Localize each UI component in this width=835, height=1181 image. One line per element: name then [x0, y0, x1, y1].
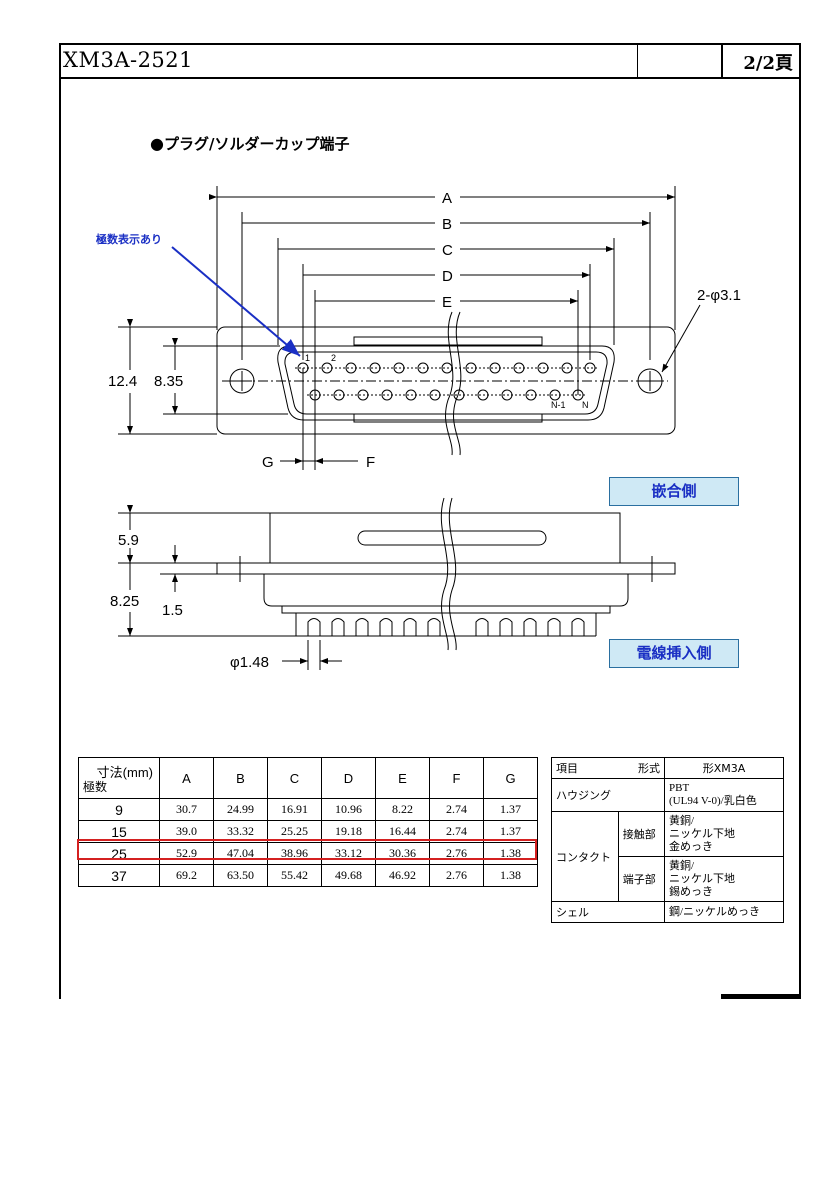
- height-outer-label: 12.4: [108, 373, 137, 390]
- value-line: ニッケル下地: [669, 872, 735, 885]
- dimension-table-header: 寸法(mm)極数 A B C D E F G: [78, 757, 538, 799]
- height-inner-label: 8.35: [154, 373, 183, 390]
- pin-n-label: N: [582, 400, 589, 410]
- spec-header-row: 項目 形式 形XM3A: [551, 757, 784, 779]
- pin-row-bottom: [309, 389, 584, 401]
- housing-label: ハウジング: [551, 778, 665, 812]
- value-cell: 2.76: [429, 864, 484, 887]
- col-header: D: [321, 757, 376, 799]
- spec-row-shell: シェル 鋼/ニッケルめっき: [551, 901, 784, 923]
- spec-table: 項目 形式 形XM3A ハウジング PBT(UL94 V-0)/乳白色 コンタク…: [551, 757, 784, 923]
- row-highlight-box: [77, 839, 537, 860]
- pin-n-1-label: N-1: [551, 400, 566, 410]
- value-line: ニッケル下地: [669, 827, 735, 840]
- value-cell: 10.96: [321, 798, 376, 821]
- spec-item-type-header: 項目 形式: [551, 757, 665, 779]
- spec-row-contact: コンタクト 接触部 黄銅/ニッケル下地金めっき: [551, 811, 784, 902]
- housing-value: PBT(UL94 V-0)/乳白色: [664, 778, 784, 812]
- side-dim-1-5: 1.5: [162, 602, 183, 619]
- col-header: F: [429, 757, 484, 799]
- spec-row-housing: ハウジング PBT(UL94 V-0)/乳白色: [551, 778, 784, 812]
- mating-side-label: 嵌合側: [609, 477, 739, 506]
- value-cell: 19.18: [321, 820, 376, 843]
- col-header: C: [267, 757, 322, 799]
- corner-bottom-label: 極数: [83, 780, 108, 794]
- value-line: 黄銅/: [669, 859, 695, 872]
- section-title: ●プラグ/ソルダーカップ端子: [150, 133, 349, 154]
- value-cell: 8.22: [375, 798, 430, 821]
- item-header: 項目: [556, 762, 578, 775]
- contact-label: コンタクト: [551, 811, 619, 902]
- spec-row-terminal: 端子部 黄銅/ニッケル下地錫めっき: [552, 856, 784, 902]
- value-cell: 30.7: [159, 798, 214, 821]
- table-row: 15 39.0 33.32 25.25 19.18 16.44 2.74 1.3…: [78, 820, 538, 843]
- hole-label: 2-φ3.1: [697, 287, 741, 304]
- housing-value-line: (UL94 V-0)/乳白色: [669, 795, 757, 807]
- dim-label-c: C: [442, 242, 453, 259]
- table-row: 37 69.2 63.50 55.42 49.68 46.92 2.76 1.3…: [78, 864, 538, 887]
- value-line: 金めっき: [669, 840, 713, 853]
- col-header: B: [213, 757, 268, 799]
- corner-top-label: 寸法(mm): [96, 765, 153, 780]
- f-label: F: [366, 454, 375, 471]
- dim-label-b: B: [442, 216, 452, 233]
- title-block-page-cell: 2/2頁: [721, 43, 799, 77]
- value-cell: 49.68: [321, 864, 376, 887]
- value-cell: 55.42: [267, 864, 322, 887]
- pin-row-top: [297, 362, 596, 374]
- col-header: E: [375, 757, 430, 799]
- bottom-bar: [721, 994, 799, 999]
- contact-part-label: 接触部: [617, 811, 666, 857]
- pole-marking-note: 極数表示あり: [96, 233, 162, 246]
- type-header: 形式: [638, 762, 660, 775]
- terminal-part-value: 黄銅/ニッケル下地錫めっき: [664, 856, 784, 902]
- dimension-table: 寸法(mm)極数 A B C D E F G 9 30.7 24.99 16.9…: [78, 757, 538, 887]
- front-view-drawing: A B C D E 2-φ3.1 12.4 8.35 G F 1 2 N-1 N: [108, 186, 741, 671]
- value-cell: 63.50: [213, 864, 268, 887]
- value-cell: 39.0: [159, 820, 214, 843]
- terminal-part-label: 端子部: [617, 856, 666, 902]
- value-line: 錫めっき: [669, 885, 713, 898]
- value-cell: 1.37: [483, 798, 538, 821]
- poles-cell: 37: [78, 864, 160, 887]
- value-cell: 1.37: [483, 820, 538, 843]
- bullet-icon: ●: [150, 134, 164, 153]
- value-cell: 69.2: [159, 864, 214, 887]
- pin-2-label: 2: [331, 353, 336, 363]
- pin-1-label: 1: [305, 353, 310, 363]
- poles-cell: 9: [78, 798, 160, 821]
- corner-cell: 寸法(mm)極数: [78, 757, 160, 799]
- shell-value: 鋼/ニッケルめっき: [664, 901, 784, 923]
- table-row: 9 30.7 24.99 16.91 10.96 8.22 2.74 1.37: [78, 798, 538, 821]
- pin-diameter-label: φ1.48: [230, 654, 269, 671]
- page-frame: [59, 43, 801, 999]
- side-view-drawing: [118, 497, 676, 670]
- solder-cups: [307, 618, 585, 636]
- side-dim-8-25: 8.25: [110, 593, 139, 610]
- title-block: XM3A-2521 2/2頁: [59, 43, 799, 79]
- title-block-blank-cell: [637, 43, 720, 77]
- dim-label-a: A: [442, 190, 452, 207]
- dim-label-e: E: [442, 294, 452, 311]
- shell-label: シェル: [551, 901, 665, 923]
- col-header: G: [483, 757, 538, 799]
- value-cell: 25.25: [267, 820, 322, 843]
- value-line: 黄銅/: [669, 814, 695, 827]
- section-title-text: プラグ/ソルダーカップ端子: [163, 135, 350, 153]
- contact-part-value: 黄銅/ニッケル下地金めっき: [664, 811, 784, 857]
- value-cell: 1.38: [483, 864, 538, 887]
- document-id: XM3A-2521: [63, 48, 194, 72]
- page-number: 2/2頁: [743, 53, 793, 74]
- value-cell: 24.99: [213, 798, 268, 821]
- wire-insertion-side-label: 電線挿入側: [609, 639, 739, 668]
- g-label: G: [262, 454, 274, 471]
- col-header: A: [159, 757, 214, 799]
- model-header: 形XM3A: [664, 757, 784, 779]
- dim-label-d: D: [442, 268, 453, 285]
- value-cell: 16.91: [267, 798, 322, 821]
- side-dim-5-9: 5.9: [118, 532, 139, 549]
- value-cell: 46.92: [375, 864, 430, 887]
- value-cell: 2.74: [429, 798, 484, 821]
- housing-value-line: PBT: [669, 782, 690, 794]
